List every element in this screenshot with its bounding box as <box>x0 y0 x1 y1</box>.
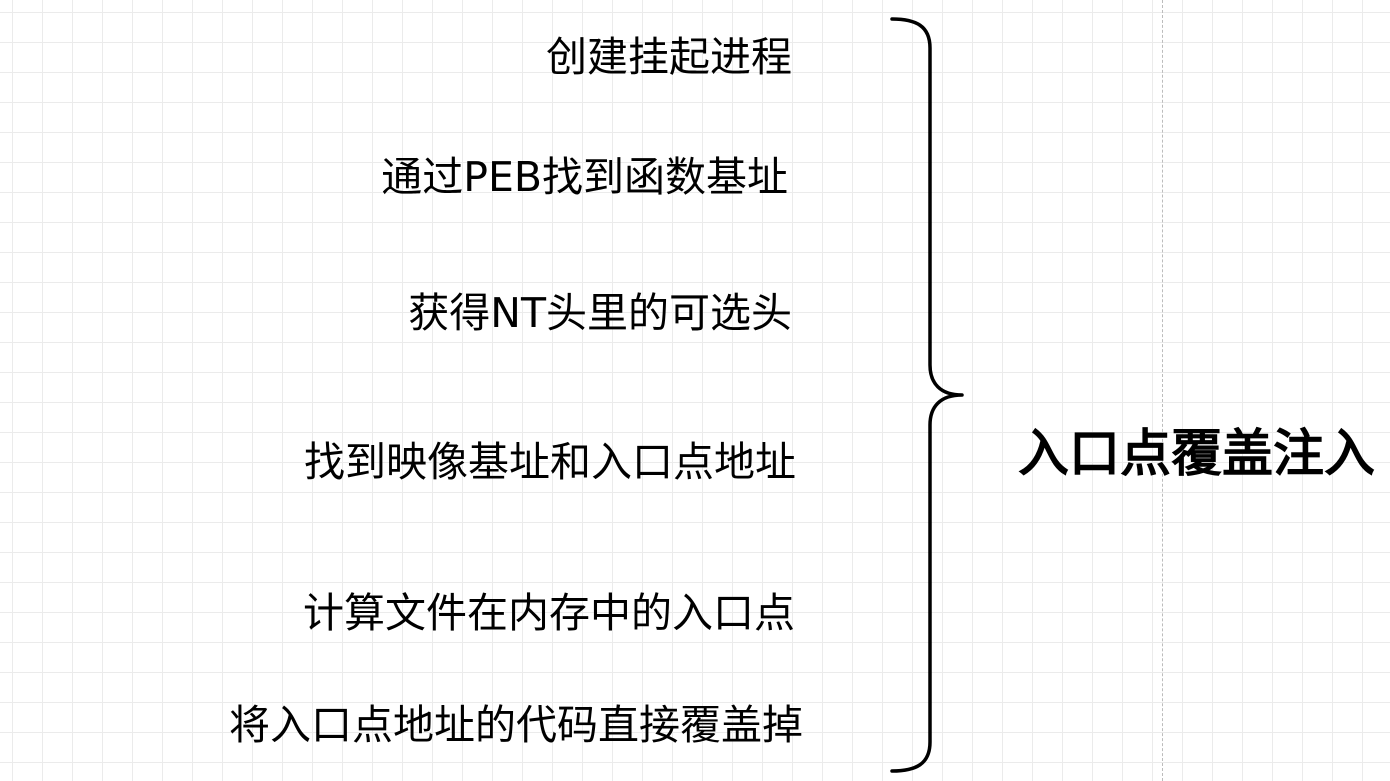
step-compute-entry-point-in-memory: 计算文件在内存中的入口点 <box>303 589 795 637</box>
page-boundary-guide <box>1162 0 1163 781</box>
curly-brace <box>890 17 964 773</box>
result-label: 入口点覆盖注入 <box>1018 425 1376 484</box>
curly-brace-path <box>890 17 964 773</box>
step-find-image-base-and-entry-point: 找到映像基址和入口点地址 <box>304 438 796 486</box>
step-find-function-base-via-peb: 通过PEB找到函数基址 <box>381 153 788 201</box>
step-create-suspended-process: 创建挂起进程 <box>546 33 792 81</box>
step-overwrite-entry-point-code: 将入口点地址的代码直接覆盖掉 <box>229 701 803 749</box>
step-get-optional-header: 获得NT头里的可选头 <box>408 289 792 337</box>
